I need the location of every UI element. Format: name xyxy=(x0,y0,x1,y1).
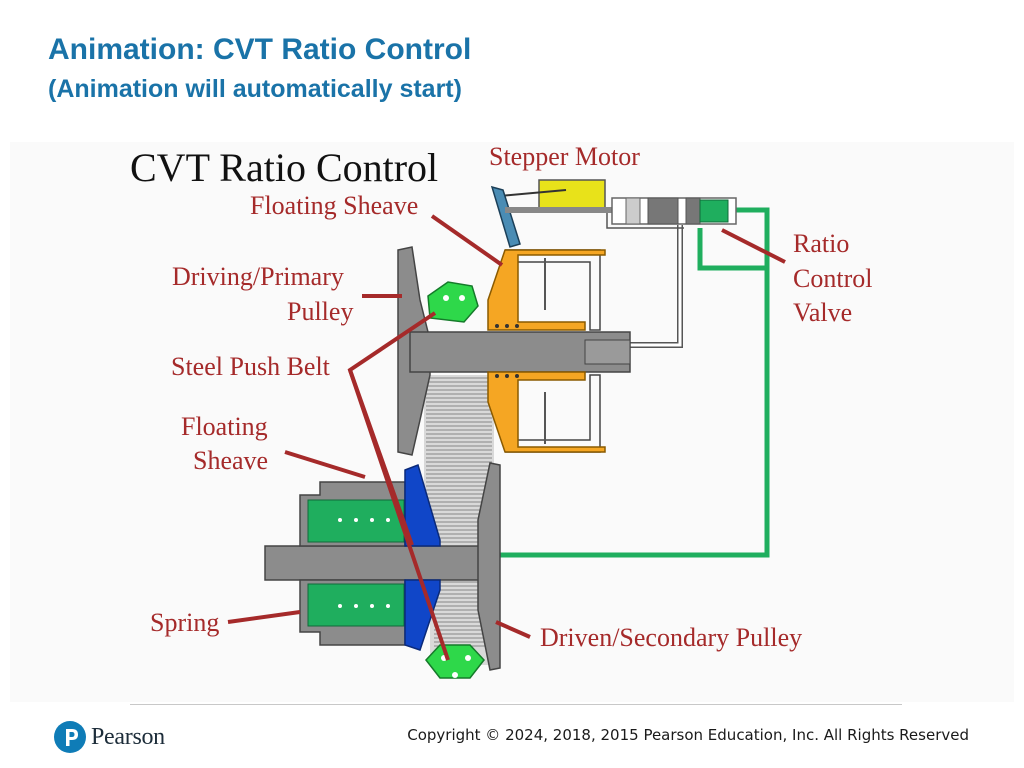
secondary-pulley xyxy=(264,462,501,679)
label-floating-sheave-bottom-2: Sheave xyxy=(193,446,268,475)
label-driving-primary-1: Driving/Primary xyxy=(172,262,344,291)
hydraulic-line-valve xyxy=(697,228,767,271)
label-stepper-motor: Stepper Motor xyxy=(489,142,640,171)
primary-pulley xyxy=(397,246,631,456)
stepper-rod xyxy=(499,189,567,197)
label-valve: Valve xyxy=(793,298,852,327)
leader-lines xyxy=(227,214,786,661)
label-steel-push-belt: Steel Push Belt xyxy=(171,352,331,381)
leader-spring xyxy=(227,610,301,624)
secondary-belt-element xyxy=(425,644,485,679)
pearson-wordmark: Pearson xyxy=(91,723,165,750)
stepper-motor-body xyxy=(538,179,606,209)
hydraulic-line-secondary xyxy=(497,207,770,558)
secondary-shaft xyxy=(264,545,498,581)
primary-floating-sheave-top xyxy=(487,249,606,331)
footer-divider xyxy=(130,704,902,705)
secondary-fixed-sheave xyxy=(477,462,501,671)
leader-steel-belt-b xyxy=(348,369,450,661)
cvt-diagram: CVT Ratio Control xyxy=(10,142,1014,702)
leader-floating-sheave-top xyxy=(430,214,504,267)
label-driven-secondary: Driven/Secondary Pulley xyxy=(540,623,802,652)
slide-title: Animation: CVT Ratio Control xyxy=(48,33,472,66)
secondary-floating-sheave-bottom xyxy=(404,579,441,651)
label-control: Control xyxy=(793,264,872,293)
hydraulic-lines xyxy=(497,207,770,558)
primary-feed-line xyxy=(606,210,684,348)
ratio-control-valve xyxy=(611,197,737,225)
slide-subtitle: (Animation will automatically start) xyxy=(48,75,462,103)
pearson-p-icon xyxy=(54,721,86,753)
stepper-motor xyxy=(490,179,620,248)
leader-driven-pulley xyxy=(495,620,531,639)
leader-ratio-valve xyxy=(721,228,786,264)
label-spring: Spring xyxy=(150,608,219,637)
primary-floating-sheave-bottom xyxy=(487,371,606,453)
label-floating-sheave-bottom-1: Floating xyxy=(181,412,268,441)
copyright-notice: Copyright © 2024, 2018, 2015 Pearson Edu… xyxy=(407,726,969,744)
label-ratio: Ratio xyxy=(793,229,849,258)
pearson-logo: Pearson xyxy=(54,721,165,753)
stepper-lever xyxy=(490,185,521,248)
leader-floating-sheave-bottom xyxy=(284,450,366,479)
label-floating-sheave-top: Floating Sheave xyxy=(250,191,418,220)
label-driving-primary-2: Pulley xyxy=(287,297,353,326)
diagram-title: CVT Ratio Control xyxy=(130,145,438,190)
